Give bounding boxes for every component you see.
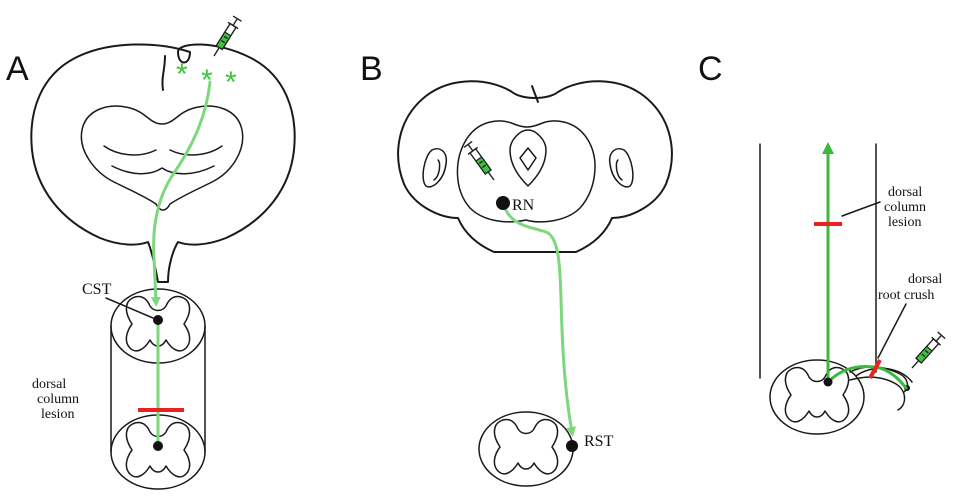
- label-dorsal-column-lesion-a: dorsal column lesion: [32, 377, 79, 422]
- cst-dot-lower: [153, 441, 163, 451]
- panel-c-syringe-icon: [908, 331, 946, 372]
- panel-c-letter: C: [698, 50, 723, 88]
- panel-a-letter: A: [6, 50, 29, 88]
- label-line: dorsal: [908, 272, 942, 287]
- panel-b: B RN RST: [360, 50, 672, 486]
- panel-c: C dorsal column lesion dorsal: [698, 50, 946, 434]
- panel-b-syringe-icon: [463, 141, 499, 184]
- panel-b-cord-section: [479, 412, 573, 486]
- label-rn: RN: [512, 197, 535, 214]
- label-line: root crush: [878, 288, 934, 303]
- label-line: dorsal: [32, 377, 66, 392]
- label-dorsal-column-lesion-c: dorsal column lesion: [884, 185, 926, 230]
- label-line: dorsal: [888, 185, 922, 200]
- injection-asterisk: *: [225, 66, 237, 99]
- rn-dot: [496, 196, 510, 210]
- panel-b-brain-section: [398, 81, 672, 252]
- panel-c-cord-section: [770, 360, 864, 434]
- label-cst: CST: [82, 281, 112, 298]
- panel-b-letter: B: [360, 50, 383, 88]
- label-rst: RST: [584, 433, 614, 450]
- injection-asterisk: *: [201, 64, 213, 97]
- panel-c-dot: [824, 378, 833, 387]
- label-lesion-leader-c: [842, 202, 880, 216]
- panel-a-cst-tract: [154, 82, 210, 302]
- label-line: lesion: [41, 407, 74, 422]
- panel-a-brain-section: [31, 44, 294, 282]
- panel-a: A * * *: [6, 16, 295, 489]
- cst-dot-upper: [153, 315, 163, 325]
- injection-asterisk: *: [176, 58, 188, 91]
- label-line: column: [37, 392, 79, 407]
- rst-dot: [566, 440, 578, 452]
- label-line: column: [884, 200, 926, 215]
- label-crush-leader: [878, 304, 906, 358]
- panel-a-injection-sites: * * *: [176, 58, 237, 99]
- label-dorsal-root-crush: dorsal root crush: [878, 272, 942, 303]
- label-line: lesion: [888, 215, 921, 230]
- panel-b-rst-tract: [503, 203, 572, 432]
